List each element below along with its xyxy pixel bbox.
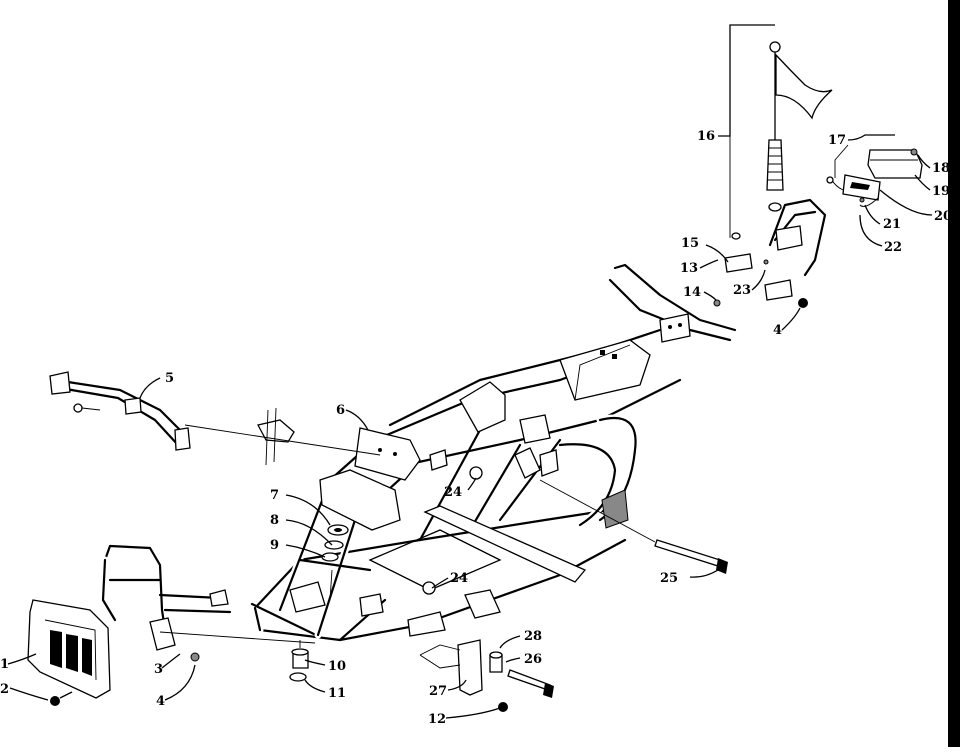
right-edge-bar (948, 0, 960, 747)
callout-2: 2 (0, 682, 9, 697)
callout-12: 12 (428, 712, 446, 727)
callout-23: 23 (733, 283, 751, 298)
front-bumper-assembly (27, 542, 232, 706)
callout-11: 11 (328, 686, 346, 701)
callout-24-upper: 24 (444, 485, 462, 500)
callout-27: 27 (429, 684, 447, 699)
callout-26: 26 (524, 652, 542, 667)
callout-20: 20 (934, 209, 952, 224)
callout-4-rear: 4 (773, 323, 782, 338)
callout-18: 18 (932, 161, 950, 176)
leader-lines (7, 24, 933, 719)
callout-6: 6 (336, 403, 345, 418)
callout-25: 25 (660, 571, 678, 586)
callout-22: 22 (884, 240, 902, 255)
callout-16: 16 (697, 129, 715, 144)
engine-mount-bracket (419, 639, 554, 712)
callout-5: 5 (165, 371, 174, 386)
callout-8: 8 (270, 513, 279, 528)
callout-9: 9 (270, 538, 279, 553)
callout-17: 17 (828, 133, 846, 148)
callout-1: 1 (0, 657, 9, 672)
callout-13: 13 (680, 261, 698, 276)
rear-rack (606, 196, 829, 344)
rubber-bumpers (289, 640, 309, 682)
callout-28: 28 (524, 629, 542, 644)
callout-21: 21 (883, 217, 901, 232)
callout-10: 10 (328, 659, 346, 674)
main-frame (250, 326, 684, 644)
callout-14: 14 (683, 285, 701, 300)
callout-4-front: 4 (156, 694, 165, 709)
long-bolt (539, 479, 728, 574)
callout-3: 3 (154, 662, 163, 677)
tail-light-assembly (826, 148, 923, 207)
safety-flag (731, 41, 833, 240)
callout-labels: 1 2 3 4 4 5 6 7 8 9 10 11 12 13 14 15 16… (0, 129, 952, 727)
callout-7: 7 (270, 488, 279, 503)
callout-24-lower: 24 (450, 571, 468, 586)
front-handle-bar (49, 371, 381, 466)
callout-15: 15 (681, 236, 699, 251)
callout-19: 19 (932, 184, 950, 199)
